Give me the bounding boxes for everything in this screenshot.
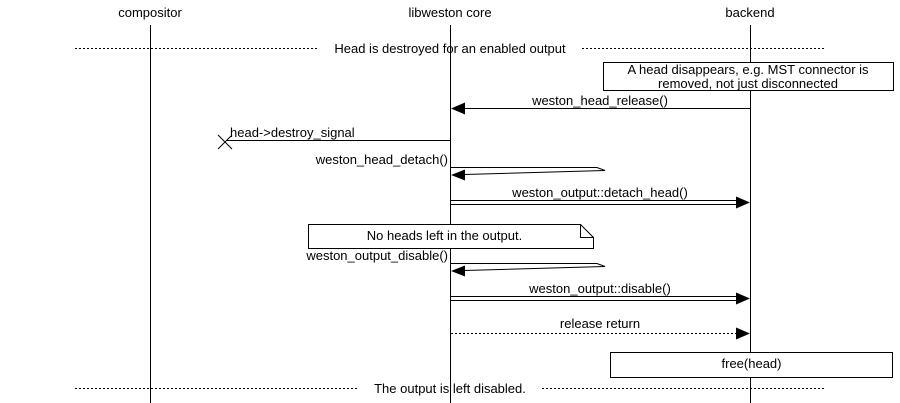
box-text-free-head: free(head) <box>721 356 782 371</box>
message-arrow-weston-output-detach-head <box>451 196 750 209</box>
actor-label-compositor: compositor <box>118 5 182 20</box>
message-label-weston-output-disable-call: weston_output_disable() <box>306 248 448 263</box>
message-arrow-release-return <box>451 327 750 340</box>
note-box-no-heads-left <box>308 224 594 249</box>
note-text-no-heads-left: No heads left in the output. <box>366 228 523 243</box>
message-arrow-head-destroy-signal <box>217 134 450 150</box>
box-free-head <box>610 352 893 378</box>
note-text-line: A head disappears, e.g. MST connector is <box>627 62 869 77</box>
note-text-head-disappears: A head disappears, e.g. MST connector is… <box>603 63 893 91</box>
message-label-weston-output-disable: weston_output::disable() <box>529 281 671 296</box>
divider-label-head-destroyed: Head is destroyed for an enabled output <box>334 41 566 56</box>
message-label-weston-head-release: weston_head_release() <box>532 93 668 108</box>
message-label-release-return: release return <box>559 316 641 331</box>
note-fold-corner-icon <box>580 224 594 238</box>
message-label-head-destroy-signal: head->destroy_signal <box>230 125 355 140</box>
divider-label-output-left-disabled: The output is left disabled. <box>374 381 526 396</box>
note-text-line: removed, not just disconnected <box>658 76 838 91</box>
message-arrow-weston-output-disable <box>451 292 750 305</box>
message-arrow-weston-head-detach-self <box>451 167 606 181</box>
message-arrow-weston-head-release <box>451 102 750 115</box>
actor-label-backend: backend <box>725 5 775 20</box>
lost-message-x-icon <box>217 134 233 150</box>
message-label-weston-output-detach-head: weston_output::detach_head() <box>512 185 688 200</box>
actor-label-libweston-core: libweston core <box>408 5 492 20</box>
message-arrow-weston-output-disable-self <box>451 263 606 277</box>
message-label-weston-head-detach: weston_head_detach() <box>315 152 448 167</box>
note-box-head-disappears <box>603 62 894 91</box>
